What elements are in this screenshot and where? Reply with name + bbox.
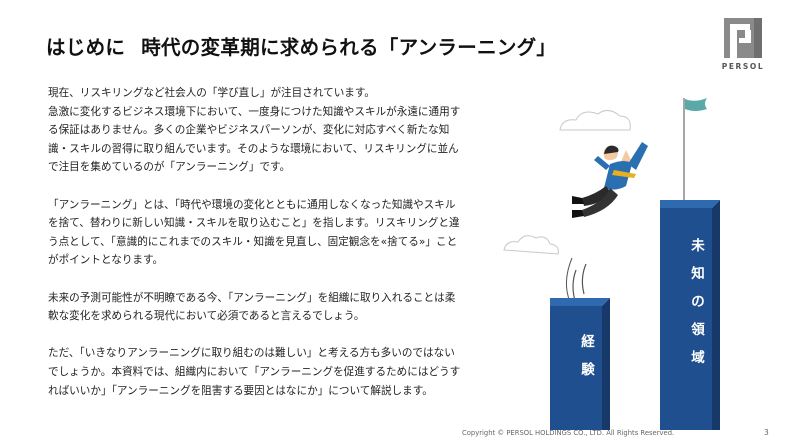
- cloud-icon: [559, 110, 631, 131]
- paragraph: ただ、「いきなりアンラーニングに取り組むのは難しい」と考える方も多いのではない …: [48, 344, 498, 400]
- text-line: う点として、「意識的にこれまでのスキル・知識を見直し、固定観念を«捨てる»」こと: [48, 235, 458, 248]
- experience-pillar: [550, 298, 610, 430]
- persol-logo-mark-icon: [724, 18, 762, 58]
- text-line: 識・スキルの習得に取り組んでいます。そのような環境において、リスキリングに並ん: [48, 142, 459, 155]
- title-main: 時代の変革期に求められる「アンラーニング」: [141, 36, 557, 59]
- paragraph: 未来の予測可能性が不明瞭である今、「アンラーニング」を組織に取り入れることは柔 …: [48, 289, 498, 326]
- jumping-person-icon: [572, 142, 648, 218]
- text-line: 軟な変化を求められる現代において必須であると言えるでしょう。: [48, 310, 365, 323]
- illustration-graphic: [503, 98, 720, 430]
- title-lead: はじめに: [46, 36, 126, 59]
- unknown-domain-label: 未知の領域: [691, 238, 705, 366]
- text-line: がポイントとなります。: [48, 254, 164, 267]
- text-line: を捨て、替わりに新しい知識・スキルを取り込むこと」を指します。リスキリングと違: [48, 217, 460, 230]
- copyright: Copyright © PERSOL HOLDINGS CO., LTD. Al…: [462, 429, 675, 437]
- paragraph: 「アンラーニング」とは、「時代や環境の変化とともに通用しなくなった知識やスキル …: [48, 196, 498, 270]
- paragraph: 現在、リスキリングなど社会人の「学び直し」が注目されています。 急激に変化するビ…: [48, 84, 498, 177]
- logo-text: PERSOL: [721, 62, 765, 71]
- cloud-icon: [503, 235, 559, 255]
- page-number: 3: [764, 428, 769, 437]
- text-line: 「アンラーニング」とは、「時代や環境の変化とともに通用しなくなった知識やスキル: [48, 198, 456, 211]
- experience-label: 経験: [581, 334, 595, 378]
- text-line: でしょうか。本資料では、組織内において「アンラーニングを促進するためにはどうす: [48, 365, 461, 378]
- text-line: 急激に変化するビジネス環境下において、一度身につけた知識やスキルが永遠に通用す: [48, 105, 461, 118]
- text-line: る保証はありません。多くの企業やビジネスパーソンが、変化に対応すべく新たな知: [48, 124, 450, 137]
- page-title: はじめに時代の変革期に求められる「アンラーニング」: [46, 31, 556, 60]
- flag-icon: [683, 98, 707, 200]
- persol-logo: PERSOL: [718, 18, 768, 76]
- body-text: 現在、リスキリングなど社会人の「学び直し」が注目されています。 急激に変化するビ…: [48, 84, 498, 400]
- text-line: 未来の予測可能性が不明瞭である今、「アンラーニング」を組織に取り入れることは柔: [48, 291, 456, 304]
- text-line: で注目を集めているのが「アンラーニング」です。: [48, 161, 291, 174]
- text-line: ただ、「いきなりアンラーニングに取り組むのは難しい」と考える方も多いのではない: [48, 347, 455, 360]
- text-line: ればいいか」「アンラーニングを阻害する要因とはなにか」について解説します。: [48, 384, 433, 397]
- text-line: 現在、リスキリングなど社会人の「学び直し」が注目されています。: [48, 87, 376, 99]
- unknown-domain-pillar: [660, 200, 720, 430]
- illustration: 経験 未知の領域: [498, 90, 768, 430]
